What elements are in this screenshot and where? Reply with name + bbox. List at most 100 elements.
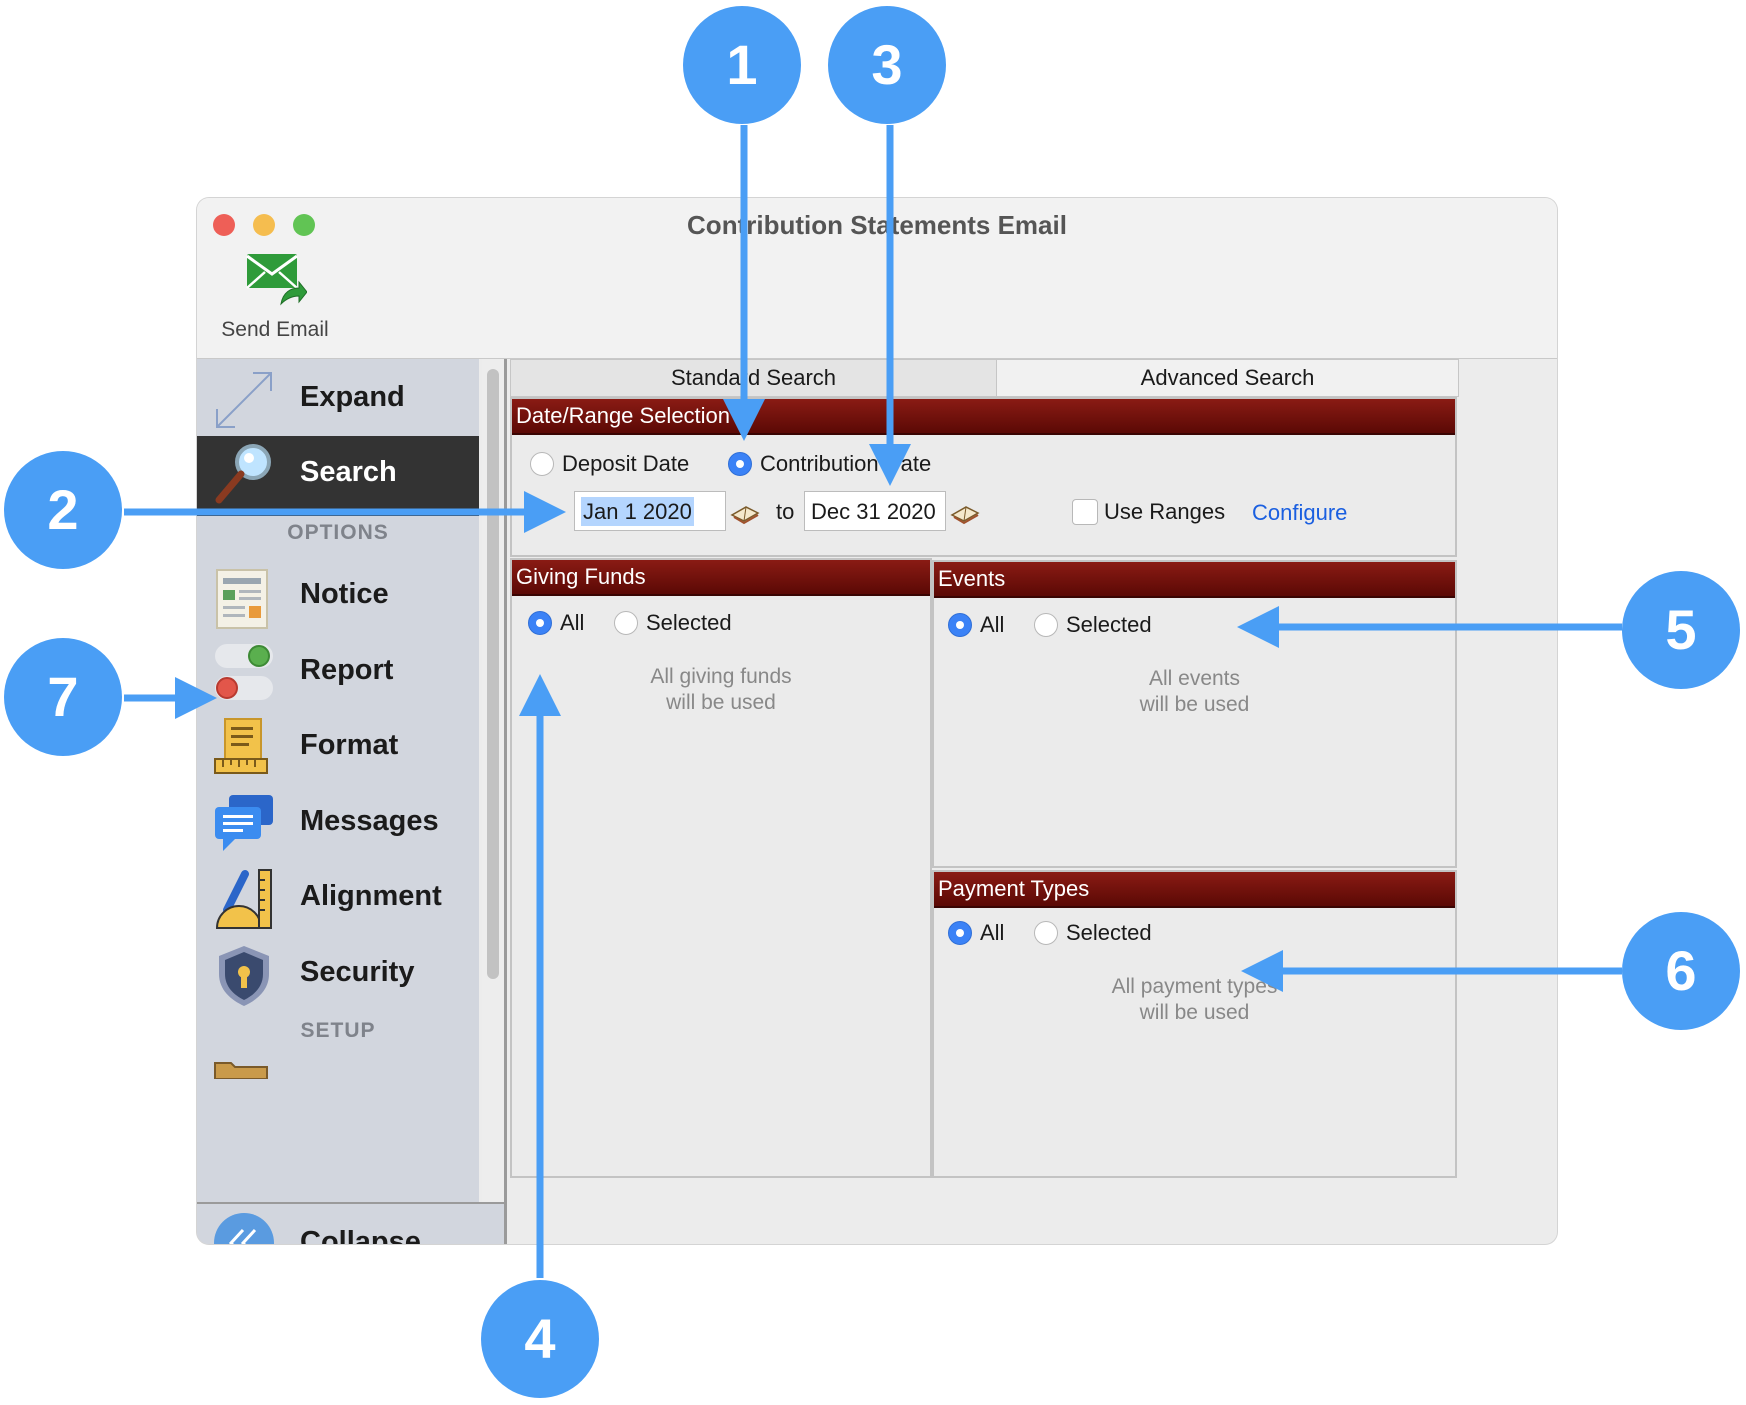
sidebar-item-format[interactable]: Format — [197, 709, 479, 789]
callout-4: 4 — [481, 1280, 599, 1398]
to-label: to — [776, 499, 795, 524]
send-email-icon — [246, 254, 307, 306]
radio-indicator — [1034, 921, 1058, 945]
giving-funds-panel: Giving Funds All Selected All giving fun… — [510, 558, 932, 1178]
radio-indicator — [1034, 613, 1058, 637]
sidebar-item-collapse[interactable]: Collapse — [197, 1202, 504, 1244]
title-bar: Contribution Statements Email Send Email — [197, 198, 1557, 359]
double-chevron-left-icon — [214, 1213, 274, 1244]
giving-funds-heading: Giving Funds — [512, 560, 930, 596]
magnifier-icon — [215, 444, 271, 504]
from-date-value: Jan 1 2020 — [581, 497, 694, 526]
sidebar-item-expand[interactable]: Expand — [197, 361, 479, 441]
toggle-switches-icon — [215, 644, 273, 700]
hint-line: will be used — [1139, 693, 1250, 716]
sidebar-item-label: Messages — [300, 805, 439, 837]
events-panel: Events All Selected All events will be u… — [932, 560, 1457, 868]
sidebar-item-notice[interactable]: Notice — [197, 558, 479, 638]
hint-line: All events — [1148, 667, 1241, 690]
collapse-label: Collapse — [300, 1226, 421, 1244]
hint-line: will be used — [666, 691, 776, 714]
chat-bubbles-icon — [215, 795, 273, 851]
events-selected-radio[interactable]: Selected — [1034, 612, 1152, 638]
to-date-value: Dec 31 2020 — [811, 499, 936, 524]
hint-line: All giving funds — [650, 665, 792, 688]
window-title: Contribution Statements Email — [687, 210, 1067, 240]
app-window: Contribution Statements Email Send Email… — [197, 198, 1557, 1244]
hint-line: will be used — [1139, 1001, 1250, 1024]
sidebar-item-label: Format — [300, 729, 399, 761]
events-heading: Events — [934, 562, 1455, 598]
giving-funds-selected-radio[interactable]: Selected — [614, 610, 732, 636]
folder-icon — [214, 1062, 268, 1079]
setup-heading: SETUP — [300, 1019, 376, 1042]
radio-label: All — [560, 610, 585, 635]
newspaper-icon — [216, 569, 268, 629]
callout-1: 1 — [683, 6, 801, 124]
sidebar-item-security[interactable]: Security — [197, 936, 479, 1016]
date-range-panel: Date/Range Selection Deposit Date Contri… — [510, 397, 1457, 557]
from-date-field[interactable]: Jan 1 2020 — [574, 491, 726, 531]
hint-line: All payment types — [1111, 975, 1278, 998]
radio-label: All — [980, 612, 1005, 637]
callout-3: 3 — [828, 6, 946, 124]
search-tabs: Standard Search Advanced Search — [510, 359, 1459, 397]
tab-advanced-search[interactable]: Advanced Search — [996, 359, 1459, 397]
sidebar-scrollbar[interactable] — [482, 359, 507, 1244]
use-ranges-checkbox[interactable] — [1072, 499, 1098, 525]
sidebar-item-report[interactable]: Report — [197, 634, 479, 714]
payment-types-hint: All payment types will be used — [934, 974, 1455, 1026]
tab-standard-search[interactable]: Standard Search — [510, 359, 997, 397]
radio-label: Selected — [646, 610, 732, 635]
radio-label: All — [980, 920, 1005, 945]
calendar-picker-icon[interactable] — [950, 501, 980, 525]
configure-link[interactable]: Configure — [1252, 500, 1348, 525]
minimize-window-button[interactable] — [253, 214, 275, 236]
callout-6: 6 — [1622, 912, 1740, 1030]
sidebar-item-label: Alignment — [300, 880, 442, 912]
radio-indicator — [530, 452, 554, 476]
events-all-radio[interactable]: All — [948, 612, 1004, 638]
sidebar-item-label: Notice — [300, 578, 389, 610]
expand-icon — [216, 372, 272, 428]
payment-types-heading: Payment Types — [934, 872, 1455, 908]
sidebar: Expand Search OPTIONS Notice — [197, 359, 479, 1244]
deposit-date-radio[interactable]: Deposit Date — [530, 451, 689, 477]
events-hint: All events will be used — [934, 666, 1455, 718]
sidebar-item-messages[interactable]: Messages — [197, 785, 479, 865]
shield-icon — [219, 946, 269, 1006]
payment-types-all-radio[interactable]: All — [948, 920, 1004, 946]
use-ranges-label: Use Ranges — [1104, 499, 1226, 524]
sidebar-item-label: Report — [300, 654, 394, 686]
radio-indicator — [948, 613, 972, 637]
sidebar-item-alignment[interactable]: Alignment — [197, 860, 479, 940]
date-range-heading: Date/Range Selection — [512, 399, 1455, 435]
radio-label: Selected — [1066, 920, 1152, 945]
payment-types-panel: Payment Types All Selected All payment t… — [932, 870, 1457, 1178]
callout-7: 7 — [4, 638, 122, 756]
send-email-label: Send Email — [221, 318, 329, 341]
to-date-field[interactable]: Dec 31 2020 — [804, 491, 946, 531]
callout-5: 5 — [1622, 571, 1740, 689]
drafting-tools-icon — [215, 869, 272, 929]
radio-label: Deposit Date — [562, 451, 690, 476]
sidebar-item-search[interactable]: Search — [197, 436, 479, 516]
options-heading: OPTIONS — [287, 521, 389, 544]
sidebar-item-label: Search — [300, 456, 397, 488]
giving-funds-hint: All giving funds will be used — [512, 664, 930, 716]
radio-indicator — [528, 611, 552, 635]
sidebar-item-label: Expand — [300, 381, 405, 413]
sidebar-item-label: Security — [300, 956, 415, 988]
zoom-window-button[interactable] — [293, 214, 315, 236]
close-window-button[interactable] — [213, 214, 235, 236]
radio-label: Selected — [1066, 612, 1152, 637]
calendar-picker-icon[interactable] — [730, 501, 760, 525]
radio-indicator — [614, 611, 638, 635]
send-email-button[interactable]: Send Email — [215, 250, 335, 342]
radio-indicator — [948, 921, 972, 945]
ruler-document-icon — [214, 718, 268, 774]
scrollbar-thumb[interactable] — [487, 369, 499, 979]
giving-funds-all-radio[interactable]: All — [528, 610, 584, 636]
payment-types-selected-radio[interactable]: Selected — [1034, 920, 1152, 946]
